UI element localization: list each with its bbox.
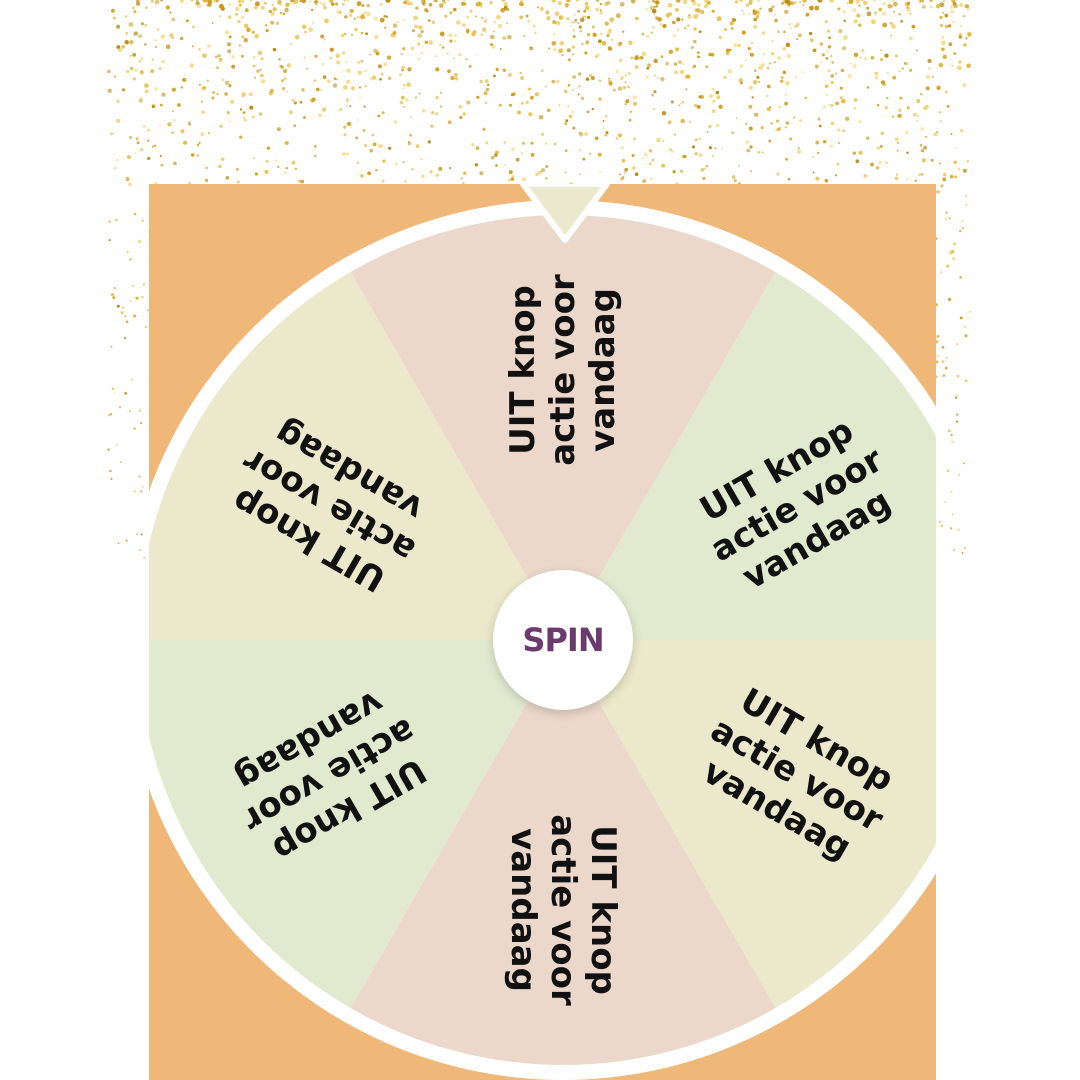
wheel-segment-4 — [350, 640, 776, 1065]
wheel-segment-2 — [563, 271, 936, 640]
segment-label-line: vandaag — [503, 828, 543, 992]
wheel-segment-1 — [350, 214, 776, 640]
segment-label-line: UIT knop — [503, 285, 543, 455]
wheel-segment-3 — [563, 640, 936, 1009]
segment-label-line: UIT knop — [583, 825, 623, 995]
segment-label-line: actie voor — [543, 814, 583, 1006]
pointer-icon — [520, 184, 610, 243]
spin-button[interactable]: SPIN — [493, 570, 633, 710]
segment-label-line: actie voor — [543, 274, 583, 466]
spin-button-label: SPIN — [522, 621, 604, 659]
segment-label-line: vandaag — [583, 288, 623, 452]
wheel-segment-6 — [149, 271, 563, 640]
wheel-segments — [149, 214, 936, 1065]
wheel-segment-5 — [149, 640, 563, 1009]
